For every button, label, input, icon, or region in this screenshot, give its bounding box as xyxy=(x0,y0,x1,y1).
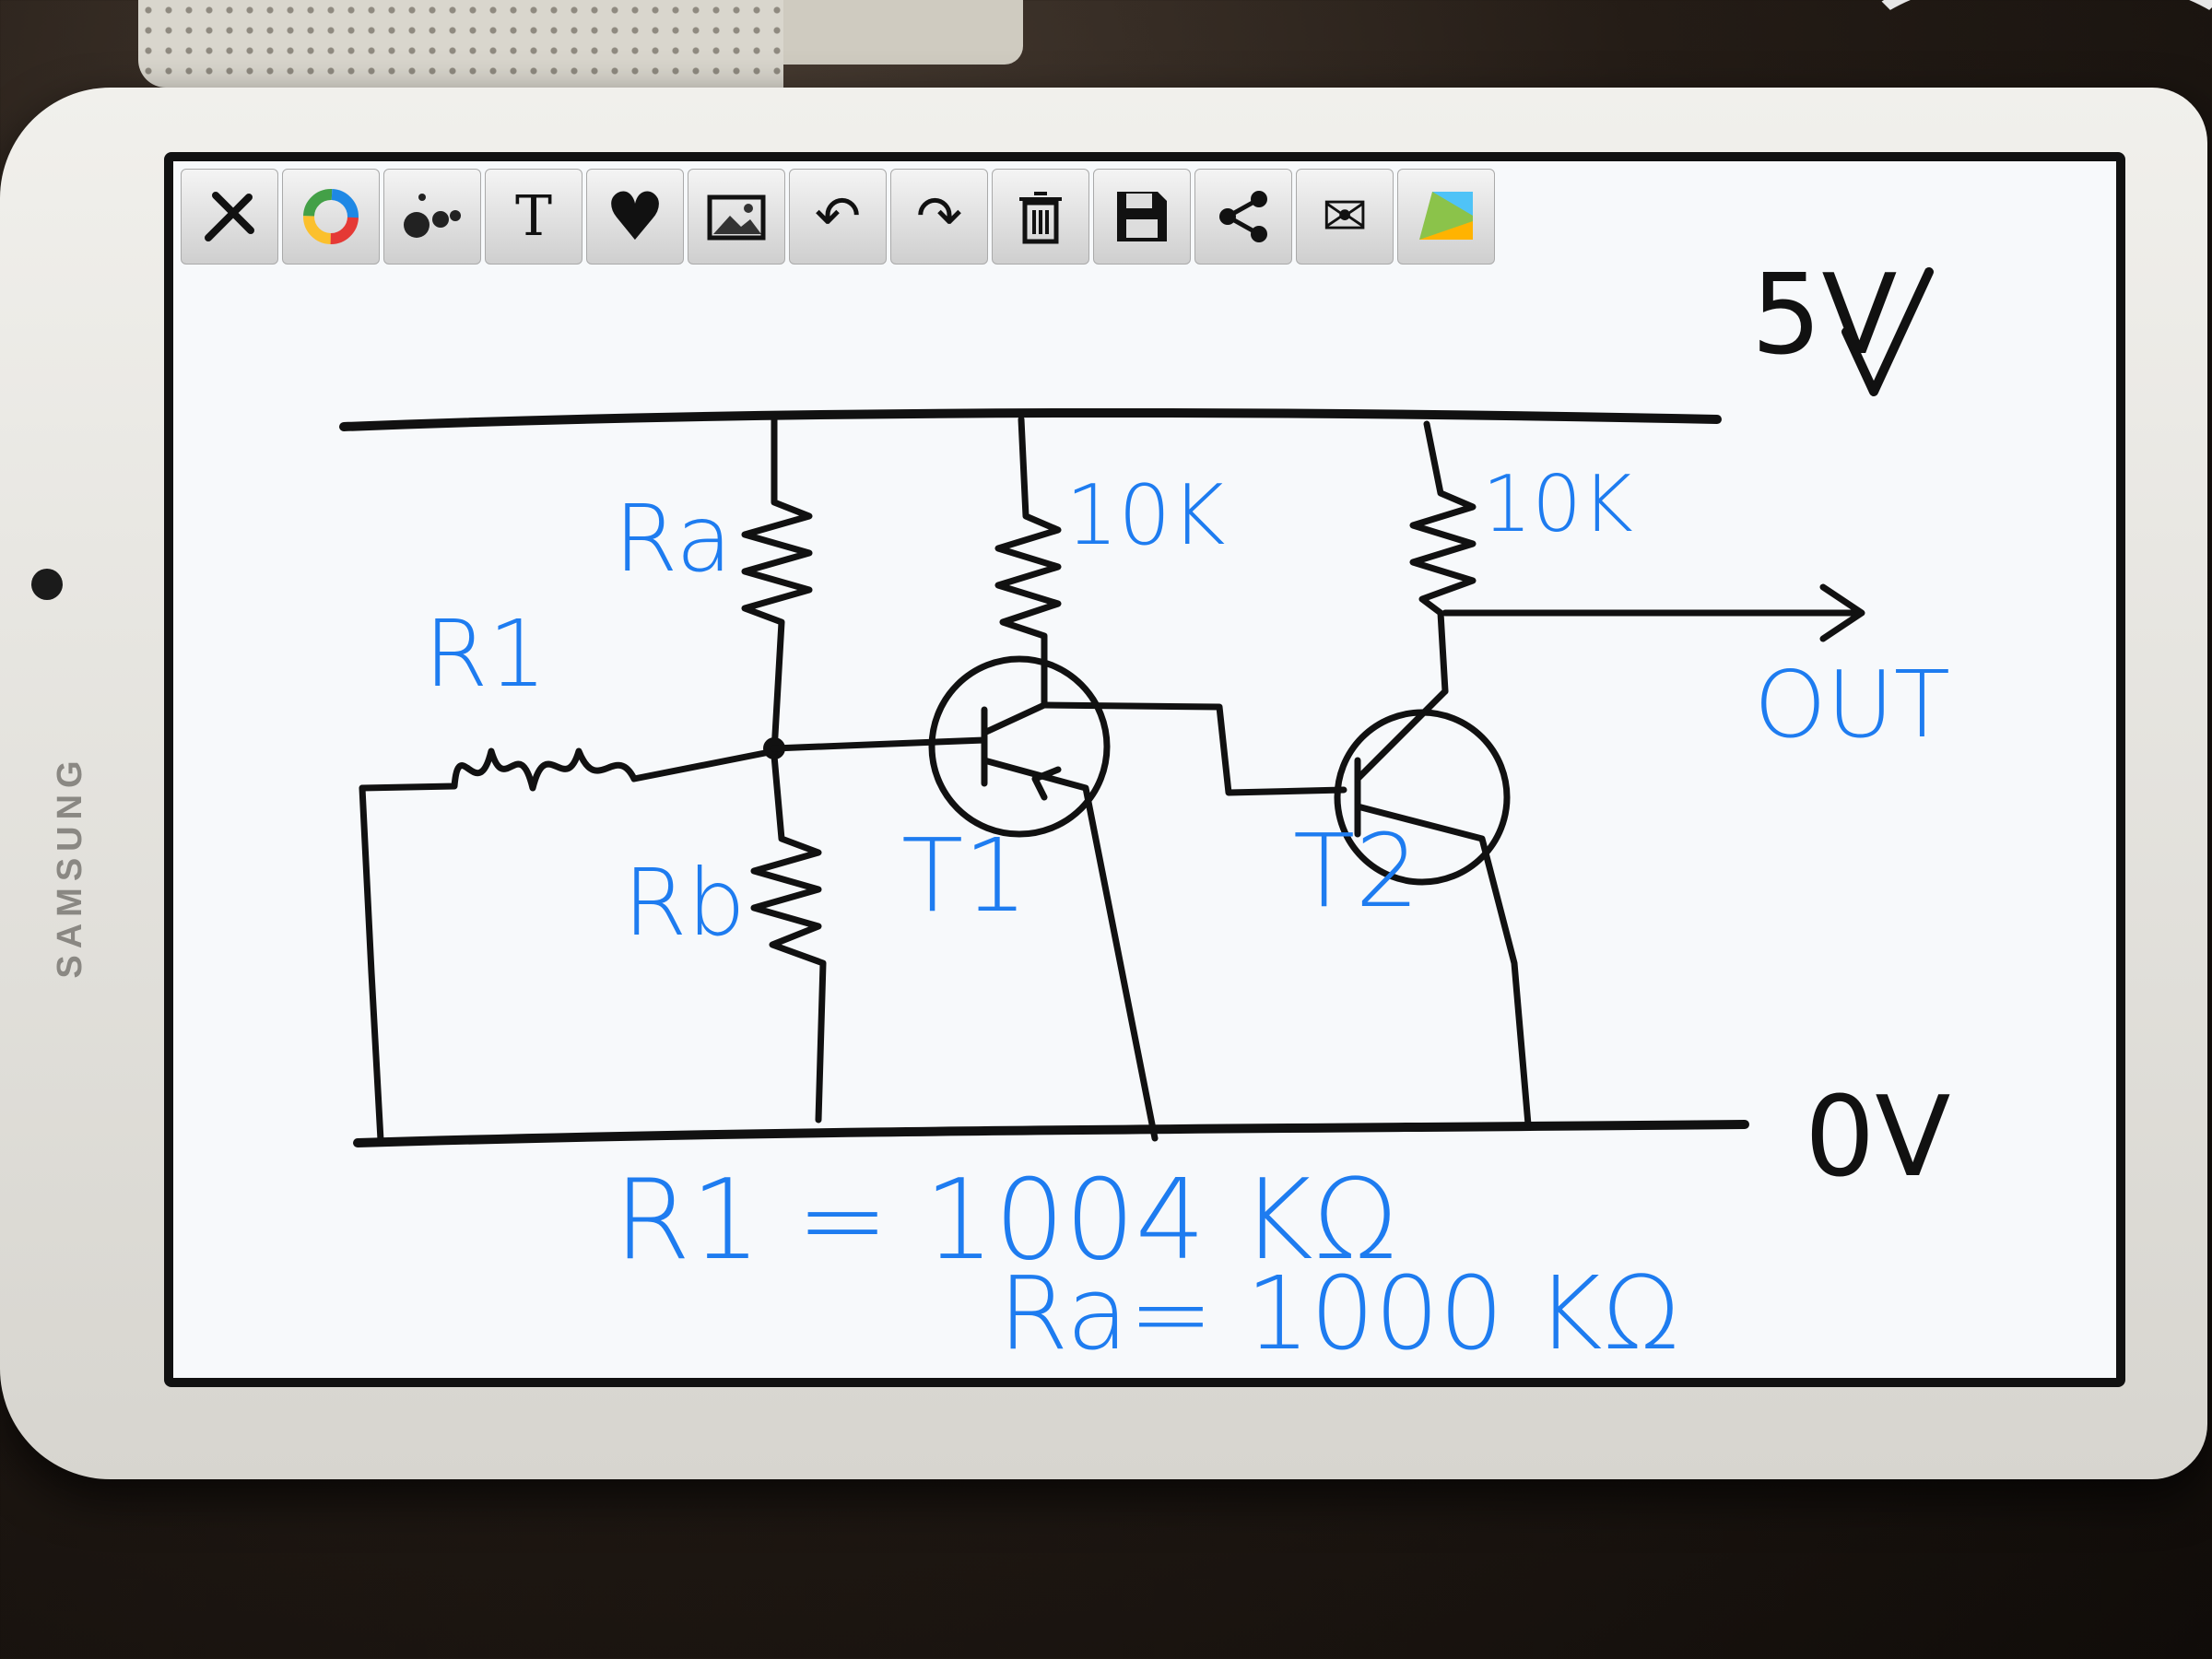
breadboard-strip xyxy=(783,0,1023,65)
toolbar: T ♥ ↶ ↷ ✉ xyxy=(181,169,1495,265)
t1-body xyxy=(928,655,1111,838)
t1-collector-resistor xyxy=(994,416,1062,709)
ground-voltage-label: 0V xyxy=(1805,1074,1951,1202)
mail-icon[interactable]: ✉ xyxy=(1296,169,1394,265)
supply-check-stroke xyxy=(1841,267,1934,396)
color-wheel-icon[interactable] xyxy=(282,169,380,265)
supply-voltage-label: 5V xyxy=(1751,252,1898,380)
t2-label: T2 xyxy=(1293,812,1420,930)
save-icon[interactable] xyxy=(1093,169,1191,265)
interstage-wire xyxy=(1041,701,1347,796)
breadboard xyxy=(138,0,783,88)
supply-rail xyxy=(339,408,1722,431)
rb-label: Rb xyxy=(623,849,746,957)
t2-collector-resistor xyxy=(1409,420,1477,695)
heart-shape-icon[interactable]: ♥ xyxy=(586,169,684,265)
t2-collector xyxy=(1354,688,1449,782)
ground-rail xyxy=(353,1120,1749,1147)
t1-emitter-arrow xyxy=(1031,766,1062,801)
drawing-screen[interactable]: T ♥ ↶ ↷ ✉ 5V 0V OUT R1 Ra Rb 10K 10K T1 … xyxy=(173,161,2116,1378)
t1-emitter xyxy=(981,757,1159,1142)
t1-collector xyxy=(981,701,1048,736)
undo-icon[interactable]: ↶ xyxy=(789,169,887,265)
text-tool-icon[interactable]: T xyxy=(485,169,582,265)
paper-app-icon[interactable] xyxy=(1397,169,1495,265)
t1-label: T1 xyxy=(901,817,1029,935)
t1-collector-resistor-label: 10K xyxy=(1065,467,1226,564)
out-label: OUT xyxy=(1754,651,1950,759)
r1-equation: R1 = 1004 KΩ xyxy=(614,1157,1398,1285)
front-camera xyxy=(31,569,63,600)
ra-label: Ra xyxy=(614,485,733,593)
share-icon[interactable] xyxy=(1194,169,1292,265)
r1-resistor xyxy=(359,747,778,792)
rb-resistor xyxy=(750,752,827,1124)
r1-label: R1 xyxy=(424,600,547,708)
brush-size-icon[interactable] xyxy=(383,169,481,265)
t2-collector-resistor-label: 10K xyxy=(1482,459,1633,550)
left-wire xyxy=(359,784,384,1144)
brand-logo: SAMSUNG xyxy=(51,754,89,979)
ra-equation: Ra= 1000 KΩ xyxy=(998,1254,1680,1372)
t1-base-wire xyxy=(771,736,988,752)
t2-emitter xyxy=(1354,803,1532,1128)
out-arrowhead xyxy=(1819,583,1865,642)
image-icon[interactable] xyxy=(688,169,785,265)
redo-icon[interactable]: ↷ xyxy=(890,169,988,265)
drawing-canvas[interactable] xyxy=(173,161,2116,1378)
trash-icon[interactable] xyxy=(992,169,1089,265)
tools-icon[interactable] xyxy=(181,169,278,265)
ra-resistor xyxy=(741,411,813,755)
